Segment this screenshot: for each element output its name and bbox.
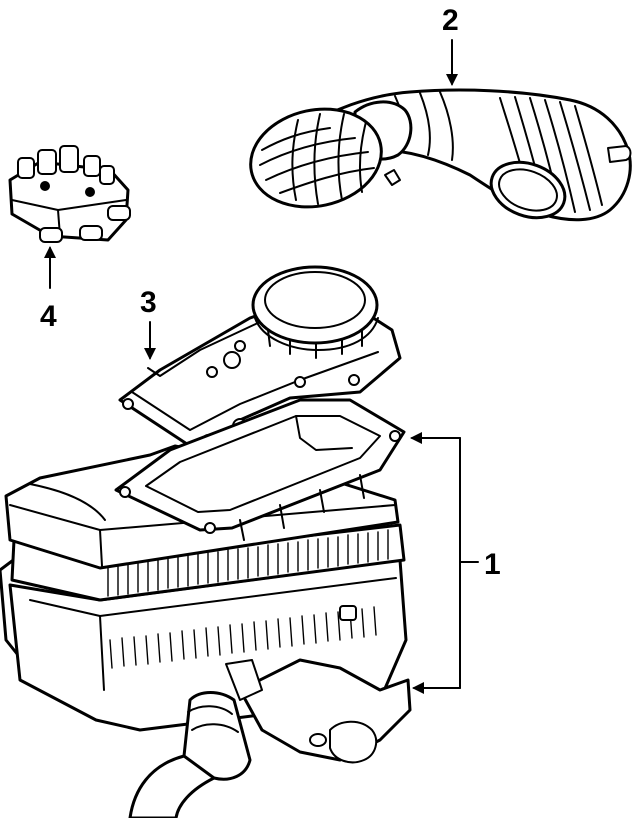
part-3-upper-cover (118, 265, 402, 450)
part-4-sensor-valve (8, 145, 131, 243)
leader-lines (44, 39, 479, 694)
callout-3: 3 (140, 286, 157, 319)
callout-1: 1 (484, 548, 501, 581)
part-2-intake-hose (249, 88, 632, 222)
filter-pleats (107, 529, 389, 597)
callout-2: 2 (442, 4, 459, 37)
callout-4: 4 (40, 300, 57, 333)
lower-case-ribs (109, 606, 377, 669)
part-1-air-cleaner-assembly (0, 398, 412, 818)
